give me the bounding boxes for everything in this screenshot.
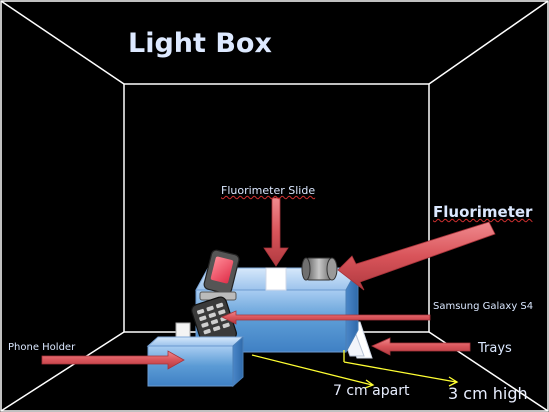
holder-front <box>147 345 234 387</box>
apart-arrowhead <box>364 379 375 389</box>
samsung-arrow <box>221 310 431 325</box>
fluorimeter-slide-text: Fluorimeter Slide <box>221 184 316 197</box>
fluorimeter-label: Fluorimeter <box>433 203 533 221</box>
holder-side <box>232 335 244 388</box>
high-label: 3 cm high <box>448 384 528 403</box>
slide-arrow <box>263 197 289 267</box>
diagram-title: Light Box <box>128 28 272 59</box>
high-arrowhead <box>448 376 459 387</box>
phone-holder <box>146 335 245 388</box>
fluorimeter-arrow <box>337 221 496 291</box>
edge-top-left <box>0 0 125 85</box>
apart-label: 7 cm apart <box>333 383 410 399</box>
apart-line <box>251 354 373 386</box>
high-line <box>343 361 457 383</box>
fluorimeter-lens-icon <box>301 257 338 281</box>
flip-phone-icon <box>191 249 240 348</box>
holder-top <box>146 336 245 347</box>
samsung-galaxy-label: Samsung Galaxy S4 <box>433 301 534 312</box>
fluorimeter-slide-label: Fluorimeter Slide <box>221 185 315 196</box>
holder-plate <box>175 322 191 338</box>
trays-arrow <box>371 337 471 356</box>
annotation-arrows <box>41 197 496 370</box>
edge-bottom-left <box>0 331 125 412</box>
fluorimeter-slide <box>265 267 287 291</box>
phone-holder-label: Phone Holder <box>8 342 76 353</box>
measurement-lines <box>251 350 459 389</box>
trays-label: Trays <box>478 341 512 356</box>
phone-holder-arrow <box>41 350 185 370</box>
edge-top-right <box>428 0 549 85</box>
